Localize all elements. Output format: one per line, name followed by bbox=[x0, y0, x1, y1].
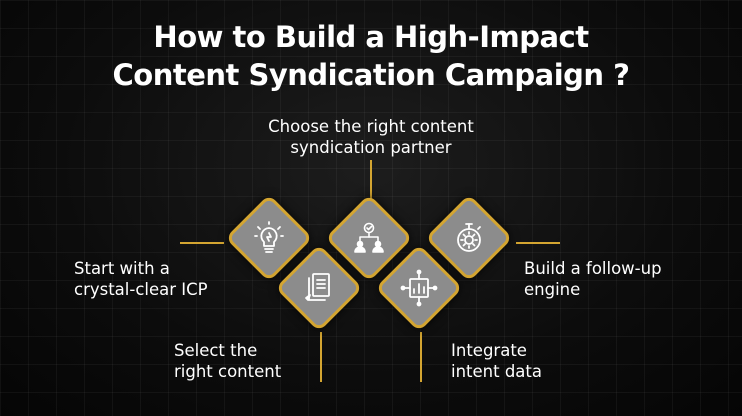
title-line-2: Content Syndication Campaign ? bbox=[112, 58, 630, 92]
dashboard-chart-icon bbox=[400, 269, 438, 307]
connector-top bbox=[370, 160, 372, 200]
documents-icon bbox=[305, 273, 330, 301]
people-network-icon bbox=[354, 222, 384, 253]
connector-left bbox=[180, 242, 224, 244]
connector-bottom-left bbox=[320, 332, 322, 382]
step-label-start-icp: Start with a crystal-clear ICP bbox=[74, 259, 208, 299]
step-label-follow-up: Build a follow-up engine bbox=[524, 259, 662, 299]
step-label-select-content: Select the right content bbox=[174, 341, 282, 381]
title-line-1: How to Build a High-Impact bbox=[153, 20, 589, 54]
step-label-choose-partner: Choose the right content syndication par… bbox=[268, 117, 474, 157]
stopwatch-gear-icon bbox=[457, 223, 481, 252]
connector-bottom-right bbox=[420, 332, 422, 382]
step-label-intent-data: Integrate intent data bbox=[451, 341, 542, 381]
connector-right bbox=[516, 242, 560, 244]
lightbulb-icon bbox=[254, 221, 284, 253]
